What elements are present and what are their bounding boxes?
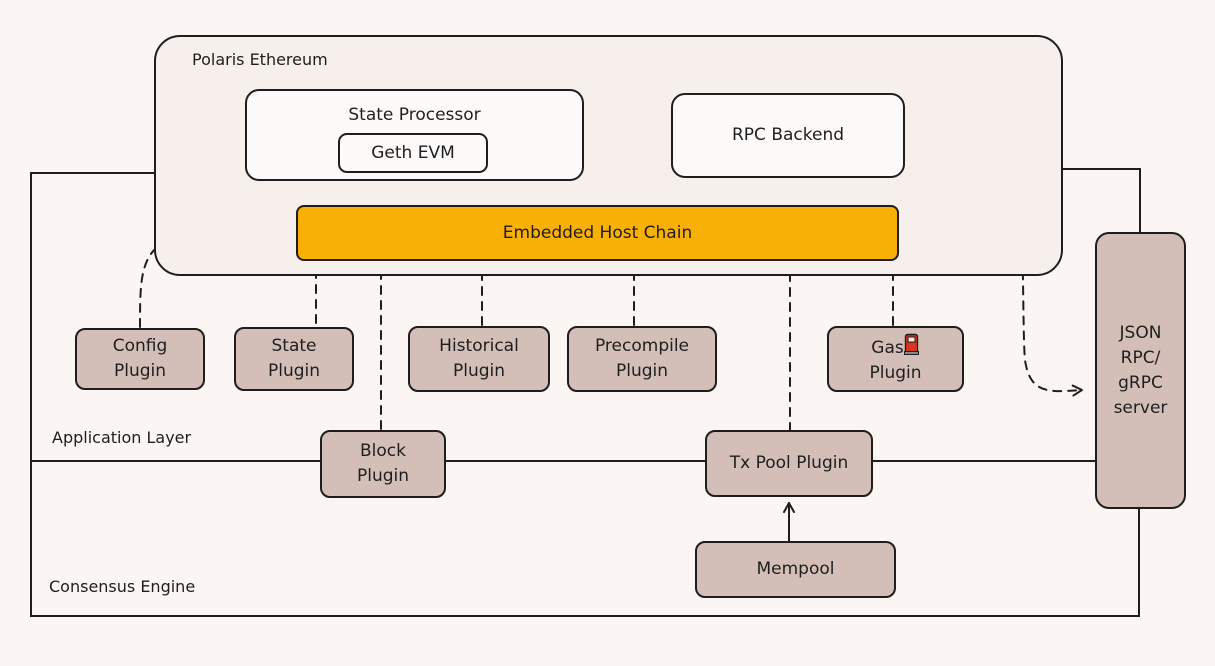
config-plugin-box: Config Plugin	[75, 328, 205, 390]
precompile-plugin-label: Precompile Plugin	[594, 336, 690, 381]
application-layer-label: Application Layer	[52, 428, 192, 447]
txpool-plugin-label: Tx Pool Plugin	[729, 453, 849, 473]
fuel-pump-icon	[903, 333, 919, 355]
json-rpc-server-label: JSON RPC/ gRPC server	[1113, 322, 1168, 418]
state-plugin-label: State Plugin	[267, 336, 321, 381]
geth-evm-label: Geth EVM	[371, 142, 455, 163]
embedded-host-chain-box: Embedded Host Chain	[296, 205, 899, 261]
consensus-engine-label: Consensus Engine	[49, 577, 196, 596]
historical-plugin-box: Historical Plugin	[408, 326, 550, 392]
gas-plugin-title: Gas	[871, 333, 919, 361]
rpc-backend-label: RPC Backend	[731, 125, 845, 145]
state-processor-label: State Processor	[348, 105, 481, 125]
mempool-label: Mempool	[756, 559, 835, 579]
precompile-plugin-box: Precompile Plugin	[567, 326, 717, 392]
embedded-host-chain-label: Embedded Host Chain	[502, 222, 693, 243]
gas-plugin-label-2: Plugin	[869, 362, 922, 383]
txpool-plugin-box: Tx Pool Plugin	[705, 430, 873, 497]
rpc-backend-box: RPC Backend	[671, 93, 905, 178]
geth-evm-box: Geth EVM	[338, 133, 488, 173]
json-rpc-server-box: JSON RPC/ gRPC server	[1095, 232, 1186, 509]
gas-plugin-box: Gas Plugin	[827, 326, 964, 392]
block-plugin-label: Block Plugin	[356, 441, 410, 486]
historical-plugin-label: Historical Plugin	[439, 336, 519, 381]
polaris-title: Polaris Ethereum	[192, 50, 328, 69]
block-plugin-box: Block Plugin	[320, 430, 446, 498]
state-plugin-box: State Plugin	[234, 327, 354, 391]
layer-boundary-line	[30, 172, 1140, 617]
layer-boundary-right	[1061, 168, 1141, 233]
gas-plugin-label: Gas	[871, 337, 904, 358]
config-plugin-label: Config Plugin	[112, 336, 168, 381]
mempool-box: Mempool	[695, 541, 896, 598]
